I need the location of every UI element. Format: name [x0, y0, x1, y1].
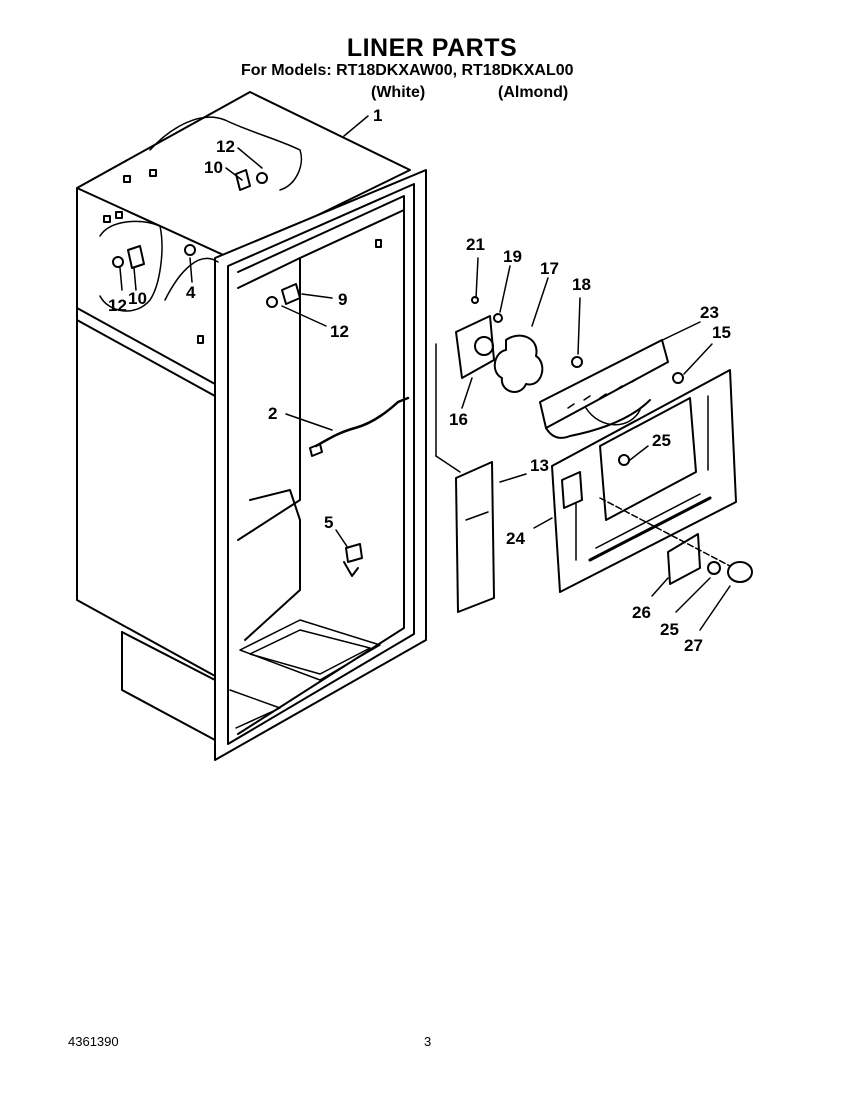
variant-white: (White) — [371, 84, 426, 101]
callout-12-left: 12 — [108, 296, 127, 315]
callout-19: 19 — [503, 247, 522, 266]
models-line: For Models: RT18DKXAW00, RT18DKXAL00 — [241, 62, 574, 79]
callout-9: 9 — [338, 290, 347, 309]
page-title: LINER PARTS — [346, 34, 518, 62]
light-assembly — [599, 497, 753, 585]
callout-16: 16 — [449, 410, 468, 429]
drain-plug — [343, 543, 363, 577]
callout-25-upper: 25 — [652, 431, 671, 450]
callout-13: 13 — [530, 456, 549, 475]
callout-15: 15 — [712, 323, 731, 342]
callout-18: 18 — [572, 275, 591, 294]
callout-10-top: 10 — [204, 158, 223, 177]
callout-12-top: 12 — [216, 137, 235, 156]
callout-12-inner: 12 — [330, 322, 349, 341]
callout-10-left: 10 — [128, 289, 147, 308]
page-number: 3 — [424, 1034, 432, 1049]
callout-2: 2 — [268, 404, 277, 423]
wire-harness — [309, 396, 410, 457]
leader-lines — [119, 115, 731, 631]
fan-motor-assembly — [455, 296, 583, 393]
callout-5: 5 — [324, 513, 333, 532]
fan-shroud — [539, 339, 684, 439]
evaporator-cover — [435, 343, 495, 613]
callout-25-lower: 25 — [660, 620, 679, 639]
callout-26: 26 — [632, 603, 651, 622]
callout-24: 24 — [506, 529, 525, 548]
liner-cabinet — [76, 91, 427, 761]
callout-4: 4 — [186, 283, 196, 302]
variant-almond: (Almond) — [498, 84, 569, 101]
callout-27: 27 — [684, 636, 703, 655]
callout-17: 17 — [540, 259, 559, 278]
rear-panel — [551, 369, 737, 593]
callout-21: 21 — [466, 235, 485, 254]
callout-1: 1 — [373, 106, 382, 125]
callout-23: 23 — [700, 303, 719, 322]
callout-labels: 1 12 10 4 12 10 9 12 2 5 21 19 17 18 16 … — [108, 106, 731, 655]
document-number: 4361390 — [68, 1034, 119, 1049]
